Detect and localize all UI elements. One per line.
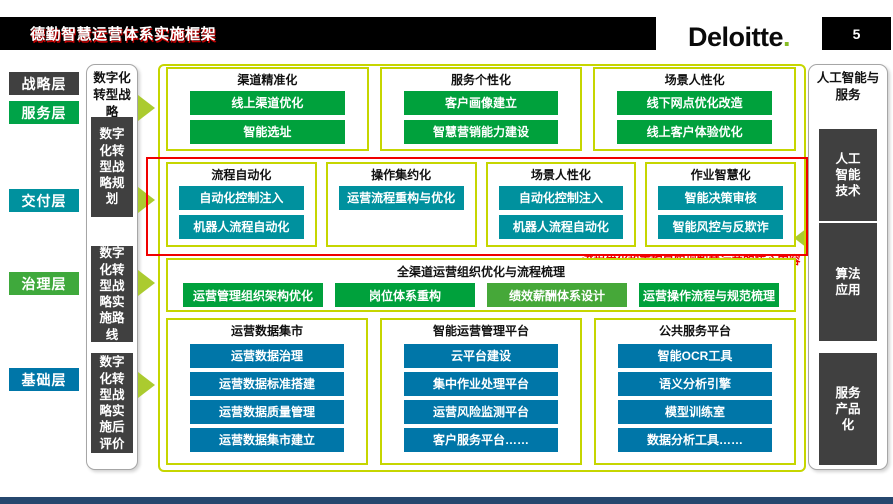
section-title: 公共服务平台: [658, 324, 731, 338]
page-number-box: 5: [822, 17, 891, 50]
section-operation-centralization: 操作集约化 运营流程重构与优化: [325, 162, 477, 247]
ai-technology-box: 人工智能技术: [819, 129, 877, 221]
section-title: 场景人性化: [530, 168, 591, 182]
logo-text: Deloitte: [688, 22, 784, 52]
logo-green-dot: .: [783, 22, 791, 52]
section-scene-humanization-delivery: 场景人性化 自动化控制注入 机器人流程自动化: [485, 162, 637, 247]
capability-button: 机器人流程自动化: [498, 214, 624, 239]
capability-button: 智能选址: [190, 119, 345, 144]
capability-button: 智能OCR工具: [618, 343, 772, 368]
section-title: 智能运营管理平台: [432, 324, 529, 338]
capability-button: 线上客户体验优化: [617, 119, 773, 144]
governance-buttons: 运营管理组织架构优化 岗位体系重构 绩效薪酬体系设计 运营操作流程与规范梳理: [168, 280, 794, 307]
capability-button: 运营数据集市建立: [190, 427, 344, 452]
capability-button: 智慧营销能力建设: [403, 119, 559, 144]
section-intelligent-operation: 作业智慧化 智能决策审核 智能风控与反欺诈: [645, 162, 796, 247]
section-title: 渠道精准化: [237, 73, 298, 87]
deloitte-logo: Deloitte.: [688, 22, 791, 53]
service-layer-row: 渠道精准化 线上渠道优化 智能选址 服务个性化 客户画像建立 智慧营销能力建设 …: [166, 67, 797, 151]
left-column-header: 数字化转型战略: [93, 71, 131, 119]
slide-title: 德勤智慧运营体系实施框架: [30, 26, 217, 43]
layer-label-governance: 治理层: [9, 272, 79, 295]
main-frame: [158, 64, 806, 472]
arrow-right-icon: [138, 270, 155, 296]
right-column-header: 人工智能与服务: [816, 71, 880, 102]
capability-button: 数据分析工具……: [618, 427, 772, 452]
strategy-roadmap-box: 数字化转型战略实施路线: [91, 246, 133, 342]
capability-button: 自动化控制注入: [179, 185, 304, 210]
section-service-personalization: 服务个性化 客户画像建立 智慧营销能力建设: [379, 67, 583, 151]
capability-button: 语义分析引擎: [618, 371, 772, 396]
layer-label-strategy: 战略层: [9, 72, 79, 95]
section-operation-data-mart: 运营数据集市 运营数据治理 运营数据标准搭建 运营数据质量管理 运营数据集市建立: [166, 318, 368, 465]
capability-button: 运营操作流程与规范梳理: [639, 283, 779, 307]
capability-button: 运营风险监测平台: [404, 399, 558, 424]
capability-button: 运营管理组织架构优化: [183, 283, 323, 307]
capability-button: 智能风控与反欺诈: [658, 214, 783, 239]
capability-button: 客户服务平台……: [404, 427, 558, 452]
header-bar: 德勤智慧运营体系实施框架: [0, 17, 656, 50]
governance-layer-box: 全渠道运营组织优化与流程梳理 运营管理组织架构优化 岗位体系重构 绩效薪酬体系设…: [166, 258, 796, 312]
algorithm-application-box: 算法应用: [819, 223, 877, 341]
section-public-service-platform: 公共服务平台 智能OCR工具 语义分析引擎 模型训练室 数据分析工具……: [594, 318, 796, 465]
service-productization-box: 服务产品化: [819, 353, 877, 465]
capability-button: 机器人流程自动化: [179, 214, 304, 239]
section-title: 全渠道运营组织优化与流程梳理: [396, 265, 565, 279]
strategy-planning-box: 数字化转型战略规划: [91, 117, 133, 217]
arrow-right-icon: [138, 95, 155, 121]
section-title: 运营数据集市: [230, 324, 303, 338]
capability-button: 岗位体系重构: [335, 283, 475, 307]
section-title: 流程自动化: [211, 168, 272, 182]
layer-label-foundation: 基础层: [9, 368, 79, 391]
delivery-layer-row: 流程自动化 自动化控制注入 机器人流程自动化 操作集约化 运营流程重构与优化 场…: [166, 162, 796, 247]
section-title: 场景人性化: [664, 73, 725, 87]
capability-button: 模型训练室: [618, 399, 772, 424]
arrow-right-icon: [138, 187, 155, 213]
section-smart-operation-platform: 智能运营管理平台 云平台建设 集中作业处理平台 运营风险监测平台 客户服务平台……: [380, 318, 582, 465]
layer-label-delivery: 交付层: [9, 189, 79, 212]
section-process-automation: 流程自动化 自动化控制注入 机器人流程自动化: [166, 162, 317, 247]
page-number: 5: [852, 25, 861, 42]
capability-button: 线下网点优化改造: [617, 90, 773, 115]
capability-button: 客户画像建立: [403, 90, 559, 115]
section-title: 作业智慧化: [690, 168, 751, 182]
footer-bar: [0, 497, 893, 504]
arrow-right-icon: [138, 372, 155, 398]
capability-button: 线上渠道优化: [190, 90, 345, 115]
capability-button: 集中作业处理平台: [404, 371, 558, 396]
capability-button: 绩效薪酬体系设计: [487, 283, 627, 307]
foundation-layer-row: 运营数据集市 运营数据治理 运营数据标准搭建 运营数据质量管理 运营数据集市建立…: [166, 318, 796, 465]
right-ai-column: 人工智能与服务 人工智能技术 算法应用 服务产品化: [808, 64, 888, 470]
section-title: 服务个性化: [451, 73, 512, 87]
strategy-evaluation-box: 数字化转型战略实施后评价: [91, 353, 133, 453]
layer-label-service: 服务层: [9, 101, 79, 124]
capability-button: 运营流程重构与优化: [338, 185, 464, 210]
capability-button: 运营数据质量管理: [190, 399, 344, 424]
capability-button: 运营数据治理: [190, 343, 344, 368]
section-scene-humanization: 场景人性化 线下网点优化改造 线上客户体验优化: [593, 67, 797, 151]
left-strategy-column: 数字化转型战略 数字化转型战略规划 数字化转型战略实施路线 数字化转型战略实施后…: [86, 64, 138, 470]
section-channel-precision: 渠道精准化 线上渠道优化 智能选址: [166, 67, 369, 151]
capability-button: 云平台建设: [404, 343, 558, 368]
capability-button: 自动化控制注入: [498, 185, 624, 210]
capability-button: 运营数据标准搭建: [190, 371, 344, 396]
section-title: 操作集约化: [371, 168, 432, 182]
capability-button: 智能决策审核: [658, 185, 783, 210]
